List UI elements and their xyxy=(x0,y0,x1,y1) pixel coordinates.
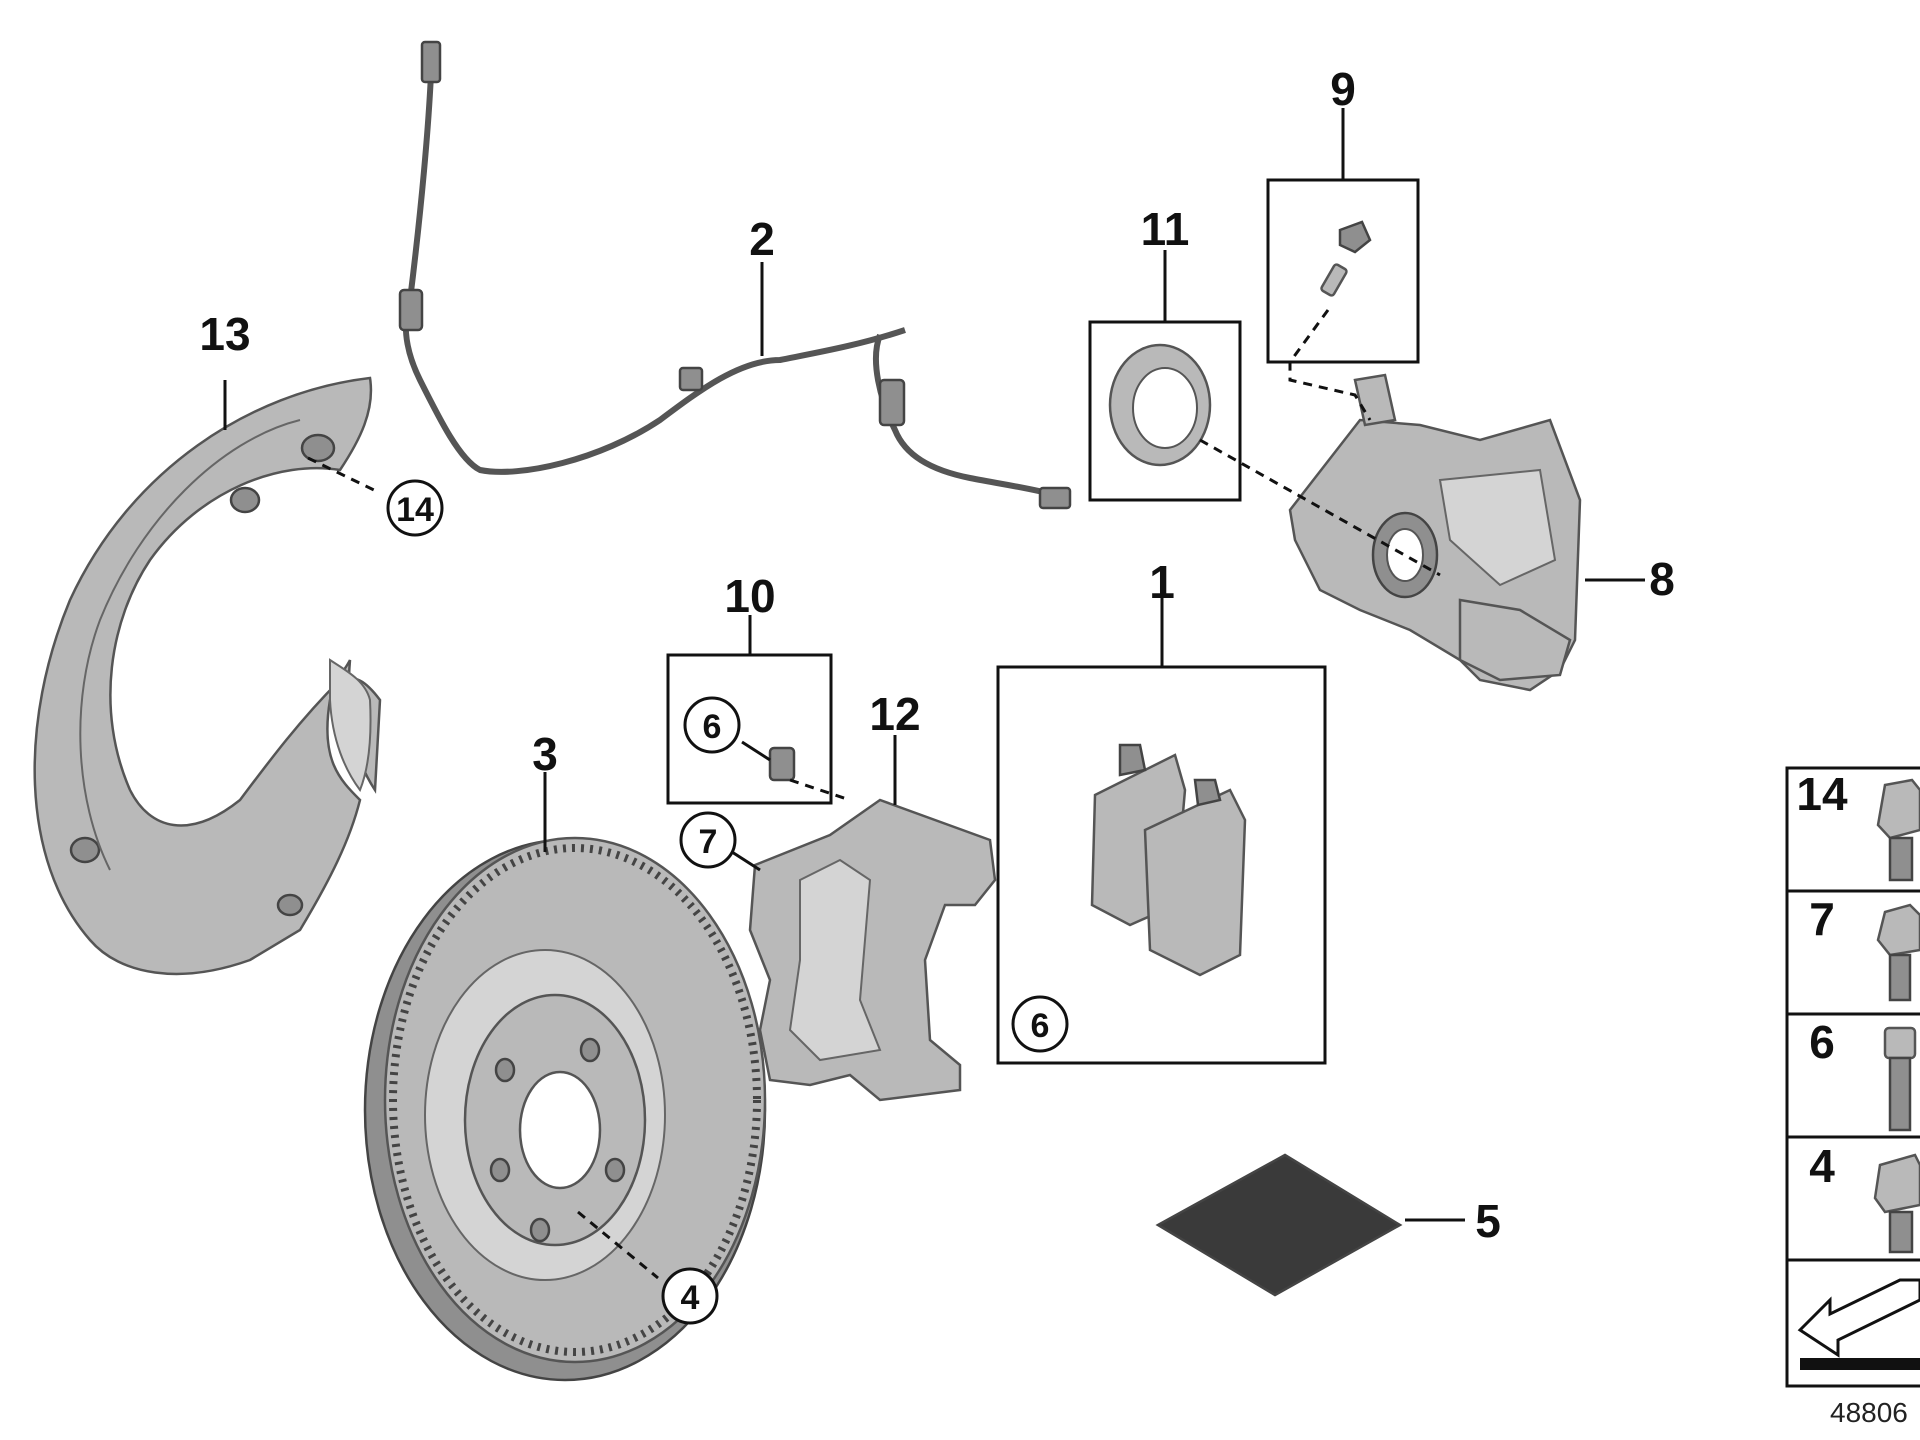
bolt-icon-7 xyxy=(1876,903,1920,1002)
svg-text:6: 6 xyxy=(703,708,722,746)
brake-disc xyxy=(363,836,767,1382)
label-5: 5 xyxy=(1475,1195,1501,1247)
brake-wear-sensor xyxy=(398,40,1072,510)
leader-line-6a xyxy=(741,740,771,762)
legend-row-7: 7 xyxy=(1809,893,1835,945)
bolt-icon-6 xyxy=(1883,1026,1917,1132)
label-9: 9 xyxy=(1330,63,1356,115)
leader-line-14 xyxy=(307,456,379,494)
caliper-carrier xyxy=(748,798,997,1102)
legend-row-6: 6 xyxy=(1809,1016,1835,1068)
circle-ref-14: 14 xyxy=(386,479,444,537)
leader-line-4 xyxy=(577,1210,659,1280)
bolt-icon-4 xyxy=(1873,1153,1920,1254)
hardware-legend: 14 7 6 4 xyxy=(1785,766,1920,1388)
svg-text:6: 6 xyxy=(1031,1007,1050,1045)
bolt-icon-14 xyxy=(1876,778,1920,882)
legend-row-4: 4 xyxy=(1809,1140,1835,1192)
label-10: 10 xyxy=(724,570,775,622)
label-12: 12 xyxy=(869,688,920,740)
label-1: 1 xyxy=(1149,556,1175,608)
brake-pads xyxy=(1090,743,1247,977)
brake-dust-shield xyxy=(33,376,382,976)
leader-line-9-dash xyxy=(1288,309,1372,421)
brake-caliper xyxy=(1288,373,1582,692)
svg-text:14: 14 xyxy=(396,491,434,529)
guide-bolt xyxy=(768,746,796,782)
leader-line-11-dash xyxy=(1199,438,1441,577)
legend-row-14: 14 xyxy=(1796,768,1848,820)
direction-arrow-icon xyxy=(1797,1278,1920,1370)
label-8: 8 xyxy=(1649,553,1675,605)
circle-ref-4: 4 xyxy=(661,1267,719,1325)
caliper-seal xyxy=(1108,343,1212,467)
circle-ref-6b: 6 xyxy=(1011,995,1069,1053)
label-2: 2 xyxy=(749,213,775,265)
reference-number: 48806 xyxy=(1830,1397,1908,1428)
leader-line-6a-dash xyxy=(789,778,851,802)
circle-ref-6a: 6 xyxy=(683,696,741,754)
grease-packet xyxy=(1155,1153,1403,1297)
bleeder-screw-kit xyxy=(1320,220,1372,297)
label-11: 11 xyxy=(1141,203,1190,255)
circle-ref-7: 7 xyxy=(679,811,737,869)
label-13: 13 xyxy=(199,308,250,360)
svg-text:4: 4 xyxy=(681,1279,700,1317)
leader-line-7 xyxy=(731,850,761,872)
svg-text:7: 7 xyxy=(699,823,718,861)
label-3: 3 xyxy=(532,728,558,780)
